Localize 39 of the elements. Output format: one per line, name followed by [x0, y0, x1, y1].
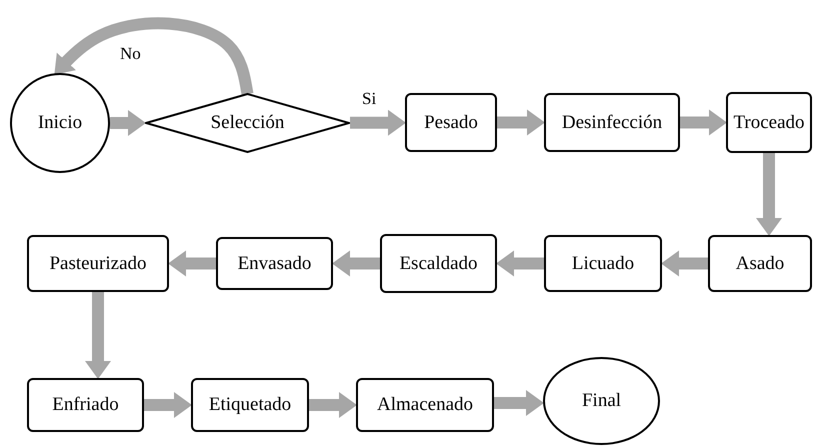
process-box [544, 93, 680, 152]
arrow [494, 390, 544, 416]
step-label: Envasado [238, 252, 312, 274]
process-box [708, 235, 812, 292]
step-label: Pasteurizado [49, 252, 147, 274]
step-label: Etiquetado [208, 394, 292, 416]
process-box [380, 234, 497, 293]
arrow [144, 392, 192, 418]
step-label: Almacenado [376, 394, 473, 416]
process-box [216, 237, 333, 290]
step-label: Troceado [733, 112, 805, 134]
step-label: Desinfección [562, 112, 662, 134]
arrow [332, 250, 380, 276]
step-label: Licuado [572, 252, 634, 274]
arrow [496, 250, 544, 276]
arrow [497, 110, 545, 136]
process-box [544, 235, 662, 292]
arrow [309, 392, 357, 418]
process-box [191, 378, 309, 432]
process-box [27, 378, 144, 432]
arrow [85, 292, 111, 379]
decision-diamond [145, 93, 350, 153]
step-label: Asado [736, 252, 784, 274]
process-box [726, 92, 812, 153]
process-box [356, 378, 494, 432]
step-label: Final [582, 390, 622, 412]
step-label: Pesado [424, 112, 478, 134]
step-label: Enfriado [52, 394, 119, 416]
arrow [350, 110, 406, 136]
arrow [168, 250, 216, 276]
step-label: Escaldado [399, 252, 478, 274]
arrow [756, 153, 782, 236]
step-label: Selección [210, 112, 284, 134]
arrow [110, 110, 146, 136]
arrow [661, 250, 708, 276]
process-box [405, 93, 497, 152]
step-label: Inicio [38, 112, 82, 134]
process-box [27, 235, 169, 292]
arrow [680, 110, 727, 136]
